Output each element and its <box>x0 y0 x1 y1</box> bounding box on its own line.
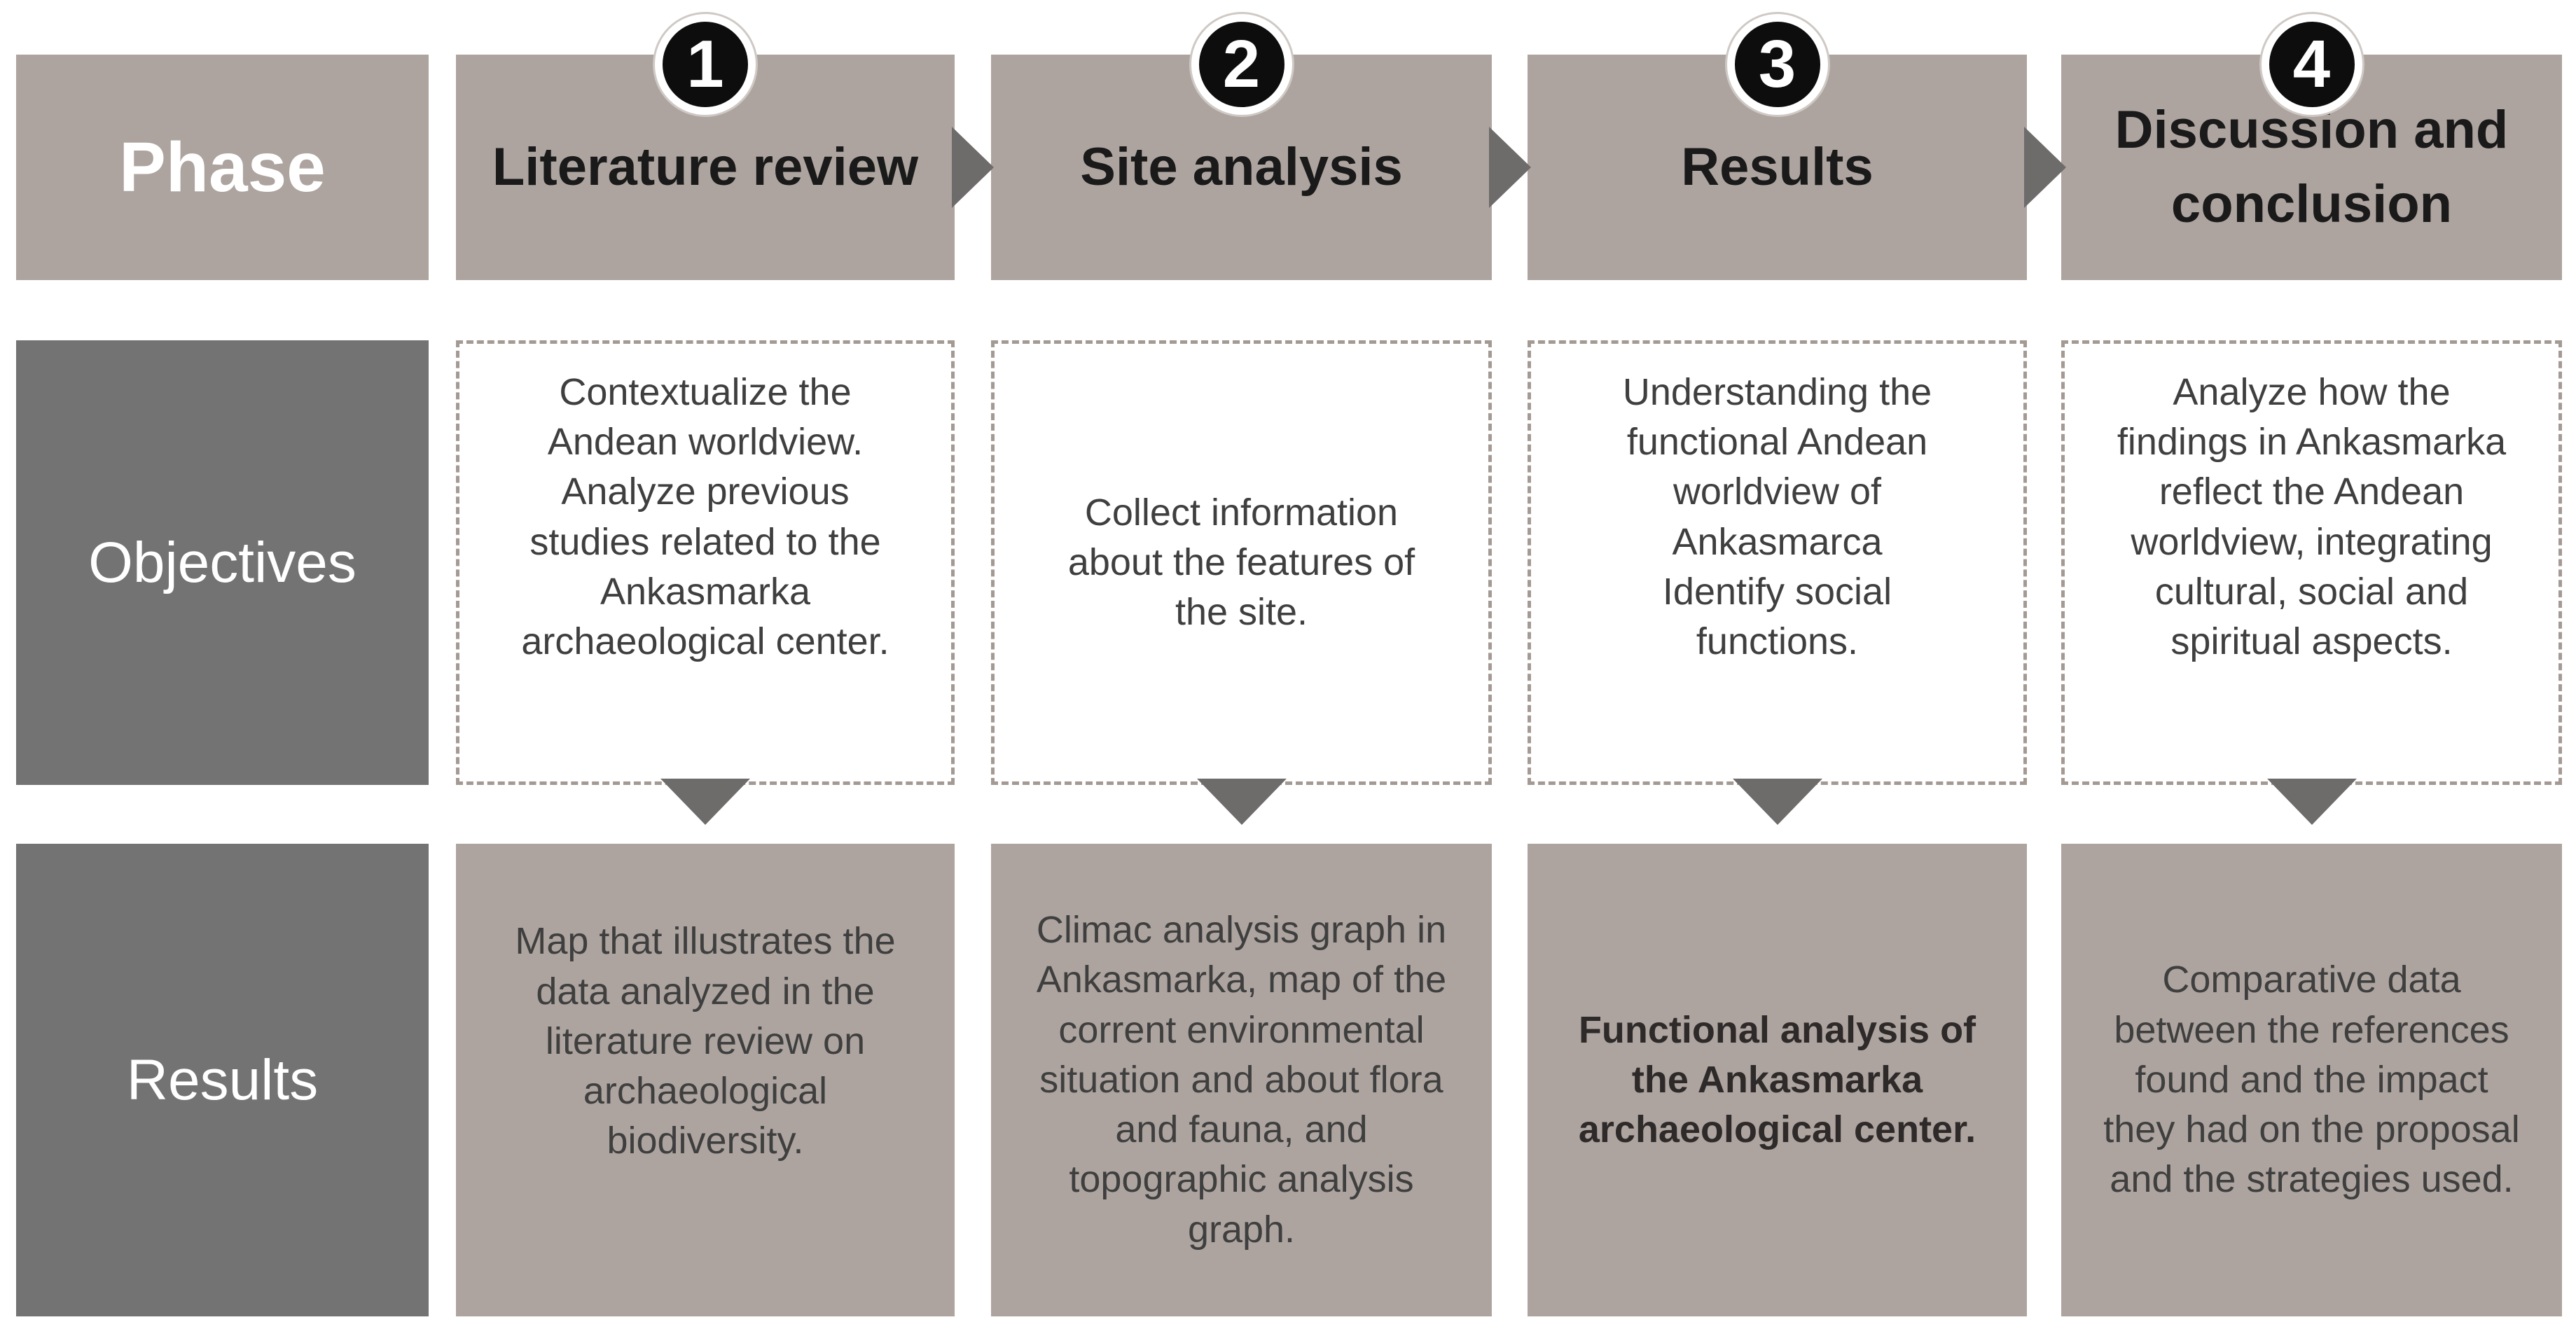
phase-header-3: 3 Results <box>1528 14 2066 280</box>
arrow-down-icon <box>660 779 750 825</box>
result-2-text: Climac analysis graph in Ankasmarka, map… <box>1036 909 1447 1251</box>
result-cell-3: Functional analysis of the Ankasmarka ar… <box>1528 844 2027 1316</box>
arrow-right-icon <box>1489 127 1531 208</box>
objective-4-text: Analyze how the findings in Ankasmarka r… <box>2117 370 2507 663</box>
objective-cell-4: Analyze how the findings in Ankasmarka r… <box>2061 340 2562 825</box>
phase-2-number: 2 <box>1222 27 1261 102</box>
row-label-objectives: Objectives <box>16 340 429 785</box>
arrow-down-icon <box>1196 779 1287 825</box>
objective-cell-2: Collect information about the features o… <box>991 340 1492 825</box>
objective-cell-3: Understanding the functional Andean worl… <box>1528 340 2027 825</box>
row-label-results: Results <box>16 844 429 1316</box>
result-3-text: Functional analysis of the Ankasmarka ar… <box>1578 1008 1976 1151</box>
phase-header-2: 2 Site analysis <box>991 14 1531 280</box>
arrow-down-icon <box>1732 779 1822 825</box>
phase-3-title: Results <box>1681 137 1874 197</box>
phase-header-4: 4 Discussion and conclusion <box>2061 14 2562 280</box>
arrow-down-icon <box>2266 779 2357 825</box>
phase-header-1: 1 Literature review <box>456 14 994 280</box>
phase-3-number: 3 <box>1758 27 1796 102</box>
phase-1-number: 1 <box>686 27 724 102</box>
phase-4-number-badge: 4 <box>2261 14 2362 115</box>
objective-cell-1: Contextualize the Andean worldview. Anal… <box>456 340 955 825</box>
phase-1-number-badge: 1 <box>655 14 756 115</box>
phase-4-number: 4 <box>2292 27 2331 102</box>
objective-3-text: Understanding the functional Andean worl… <box>1622 370 1932 663</box>
result-1-text: Map that illustrates the data analyzed i… <box>515 920 896 1162</box>
row-label-phase: Phase <box>16 55 429 280</box>
phase-1-title: Literature review <box>492 137 919 197</box>
result-cell-2: Climac analysis graph in Ankasmarka, map… <box>991 844 1492 1316</box>
results-row-label-text: Results <box>126 1048 319 1112</box>
objective-2-text: Collect information about the features o… <box>1067 491 1415 634</box>
phase-row-label-text: Phase <box>119 127 326 207</box>
objectives-row-label-text: Objectives <box>88 530 356 594</box>
arrow-right-icon <box>952 127 994 208</box>
result-4-text: Comparative data between the references … <box>2103 959 2520 1201</box>
phase-2-title: Site analysis <box>1080 137 1403 197</box>
result-cell-1: Map that illustrates the data analyzed i… <box>456 844 955 1316</box>
phase-3-number-badge: 3 <box>1726 14 1828 115</box>
phase-2-number-badge: 2 <box>1191 14 1292 115</box>
arrow-right-icon <box>2024 127 2066 208</box>
result-cell-4: Comparative data between the references … <box>2061 844 2562 1316</box>
phase-4-title: Discussion and conclusion <box>2114 99 2509 234</box>
objective-1-text: Contextualize the Andean worldview. Anal… <box>521 370 889 663</box>
